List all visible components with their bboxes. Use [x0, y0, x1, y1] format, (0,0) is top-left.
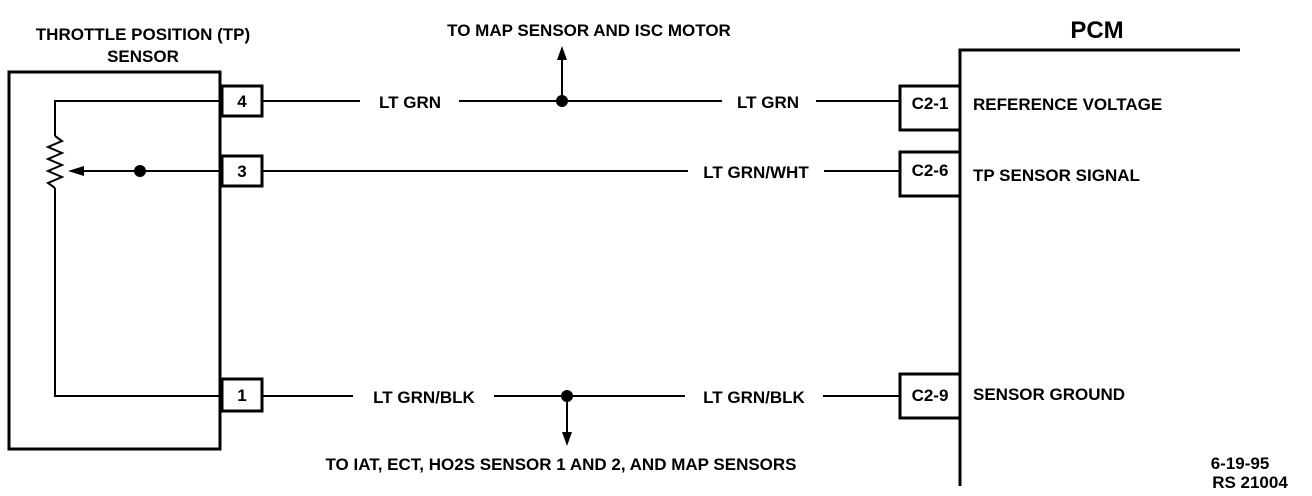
wire-ground-right-label: LT GRN/BLK: [703, 388, 805, 407]
sensor-title-line1: THROTTLE POSITION (TP): [36, 25, 250, 44]
pcm-pin-c2-9: C2-9: [898, 372, 962, 420]
splice-top-arrow-icon: [557, 46, 567, 60]
sensor-pin-4: 4: [220, 84, 264, 118]
sensor-pin-4-label: 4: [237, 92, 247, 111]
pcm-circuit-sensor-ground: SENSOR GROUND: [973, 385, 1125, 404]
sensor-pin-1-label: 1: [237, 386, 246, 405]
sensor-pin-3-label: 3: [237, 162, 246, 181]
footer-date: 6-19-95: [1211, 454, 1270, 473]
splice-top-note: TO MAP SENSOR AND ISC MOTOR: [447, 21, 731, 40]
wire-ref-right-label: LT GRN: [737, 93, 799, 112]
wiper-arrow-icon: [68, 166, 84, 176]
pcm-pin-c2-6: C2-6: [898, 150, 962, 198]
tp-sensor: THROTTLE POSITION (TP) SENSOR 4 3 1: [7, 25, 264, 451]
pcm-pin-c2-1-label: C2-1: [912, 94, 949, 113]
pcm-circuit-ref-voltage: REFERENCE VOLTAGE: [973, 95, 1162, 114]
sensor-pin-1: 1: [220, 377, 264, 413]
wire-tp-signal: LT GRN/WHT: [262, 163, 900, 182]
sensor-body: [7, 70, 222, 451]
splice-bottom-note: TO IAT, ECT, HO2S SENSOR 1 AND 2, AND MA…: [325, 455, 796, 474]
sensor-pin-3: 3: [220, 154, 264, 188]
pcm-boundary: [958, 48, 1240, 486]
pcm-pin-c2-9-label: C2-9: [912, 386, 949, 405]
splice-bottom-arrow-icon: [562, 432, 572, 446]
wire-sensor-ground: LT GRN/BLK LT GRN/BLK: [262, 388, 900, 446]
sensor-internal-ref-wire: [54, 100, 222, 136]
sensor-internal-ground-wire: [54, 188, 222, 397]
wire-ground-left-label: LT GRN/BLK: [373, 388, 475, 407]
wire-signal-label: LT GRN/WHT: [703, 163, 809, 182]
pcm: PCM C2-1 C2-6 C2-9 REFERENCE VOLTAGE TP …: [898, 17, 1240, 486]
pcm-pin-c2-6-label: C2-6: [912, 161, 949, 180]
resistor-icon: [45, 135, 65, 189]
pcm-pin-c2-1: C2-1: [898, 84, 962, 132]
wire-ref-voltage: LT GRN LT GRN: [262, 46, 900, 112]
wire-ref-left-label: LT GRN: [379, 93, 441, 112]
footer-ref: RS 21004: [1212, 473, 1288, 492]
pcm-circuit-tp-signal: TP SENSOR SIGNAL: [973, 166, 1140, 185]
pcm-title: PCM: [1070, 17, 1123, 44]
sensor-title-line2: SENSOR: [107, 47, 179, 66]
wiper-dot: [134, 165, 146, 177]
